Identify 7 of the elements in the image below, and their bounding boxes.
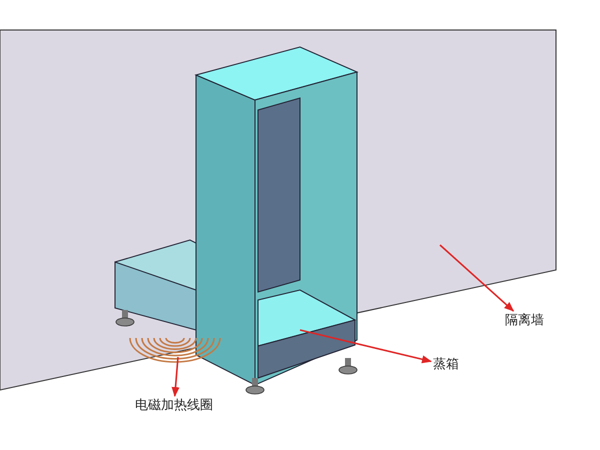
leader-arrow <box>172 356 180 397</box>
leader-arrow <box>439 244 514 312</box>
steam-box-drawing <box>114 46 358 394</box>
part-label: 蒸箱 <box>433 357 459 373</box>
part-label: 电磁加热线圈 <box>135 398 213 414</box>
leader-arrow <box>300 329 432 364</box>
part-label: 隔离墙 <box>505 313 544 329</box>
